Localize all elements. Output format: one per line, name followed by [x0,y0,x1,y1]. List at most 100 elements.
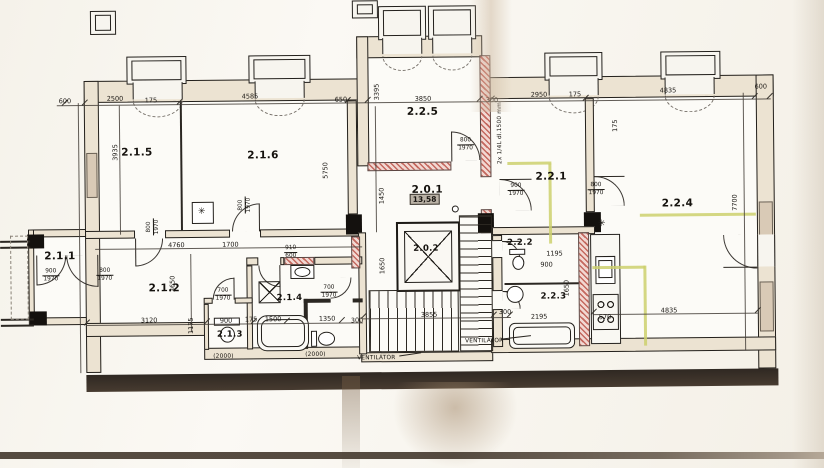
dimension-label: 175 [244,315,258,324]
window-225-a [377,5,427,41]
new-wall-225-south [367,161,452,172]
toilet-nook-bowl [317,331,336,346]
dimension-label: 1500 [264,315,282,324]
new-wall-225-east-a [479,55,492,178]
window-opening-216 [254,80,305,99]
dimension-label: 4835 [660,306,678,315]
room-label: 2.2.4 [661,197,694,210]
window-215 [126,56,187,85]
dimension-label: 3650 [168,275,177,293]
kitchen-sink-basin [598,259,613,279]
handrail-post [451,205,459,213]
annotation: VENTILÁTOR [357,355,396,362]
dimension-label: 3935 [111,144,120,161]
dimension-label: 1650 [378,257,387,275]
door-leaf-216 [258,203,261,232]
wall-left-corridor-b [164,229,231,239]
facade-wall-band [86,368,779,393]
exterior-wall-top-left [83,78,361,104]
dimension-label: 900 [219,316,233,325]
annotation-labels: VENTILÁTOR VENTILÁTOR 2x 1/4L dl.1500 mm (2… [0,0,822,361]
dimension-label: 4835 [659,86,677,95]
dimension-label: 1175 [186,317,195,335]
dimension-label: 5750 [321,162,330,179]
wall-wc-nook-north-b [352,298,363,303]
boiler-icon-kitchen: ✳ [597,219,606,230]
porch-rail-4 [0,324,34,327]
kitchen-stove [592,293,619,331]
room-label: 2.0.1 [411,183,444,196]
dimension-label: 3120 [140,316,158,325]
dimension-label: 175 [610,119,620,132]
gas-pipe-corridor [507,161,552,165]
wall-213-north-b [234,297,253,304]
washbasin-223 [506,285,524,303]
chimney-box-1 [89,10,117,35]
staircase-flight-south [368,289,460,353]
dimension-label: 1195 [546,249,563,258]
dimension-label: 900 [540,260,553,269]
dimension-label: 2195 [530,312,548,321]
dimension-label: 600 [754,82,768,91]
toilet-222-tank [509,248,526,255]
staircase-flight-east [458,215,494,352]
dimension-label: 3850 [414,94,432,103]
annotation: (2000) [213,353,234,360]
dimension-label: 175 [568,90,582,99]
toilet-222-bowl [512,255,525,270]
chimney-flue-right-2 [759,281,774,332]
door-opening-224-east [757,234,776,267]
annotation: VENTILÁTOR [465,338,504,345]
dimension-label: 650 [334,95,348,104]
window-opening-215 [132,82,183,100]
new-wall-corridor-west [351,236,361,269]
annotation: 2x 1/4L dl.1500 mm [496,102,504,165]
room-label: 2.1.4 [276,292,303,304]
wall-214-west [246,265,254,350]
window-221 [544,52,603,81]
window-opening-225b [432,37,473,54]
annotation: (2000) [305,351,326,358]
dimension-label: 3395 [372,83,381,101]
wall-wc-nook-north-a [303,298,331,303]
window-216 [248,54,311,84]
dimension-label: 2950 [530,90,548,99]
toilet-nook-tank [310,330,318,347]
porch-outline [10,235,29,320]
dimension-label: 3855 [420,310,438,319]
dimension-label: 7700 [730,194,739,211]
dimension-label: 1700 [222,240,239,249]
dimension-label: 2500 [106,94,124,103]
dimension-label: 570 [598,312,612,322]
chimney-box-2 [351,0,378,19]
room-label: 2.2.2 [507,237,533,248]
elevator-car [404,230,453,283]
boiler-icon-216: ✳ [197,206,206,217]
door-leaf-213 [233,277,235,300]
dimension-label: 300 [498,307,512,317]
dimension-label: 300 [350,316,364,325]
chimney-flue-left [86,152,98,199]
wall-216-corridor [346,100,358,215]
window-224 [660,50,721,80]
dimension-label: 4760 [168,241,185,250]
dimension-label: 1650 [562,279,571,297]
wall-214-north-a [246,257,259,266]
wall-213-west [203,303,210,350]
room-label: 2.2.1 [535,170,567,183]
room-label: 2.1.6 [247,149,279,162]
room-label: 2.1.1 [44,250,76,263]
window-225-b [427,5,477,40]
wall-left-corridor-a [84,230,136,240]
room-label: 2.1.5 [121,146,153,159]
